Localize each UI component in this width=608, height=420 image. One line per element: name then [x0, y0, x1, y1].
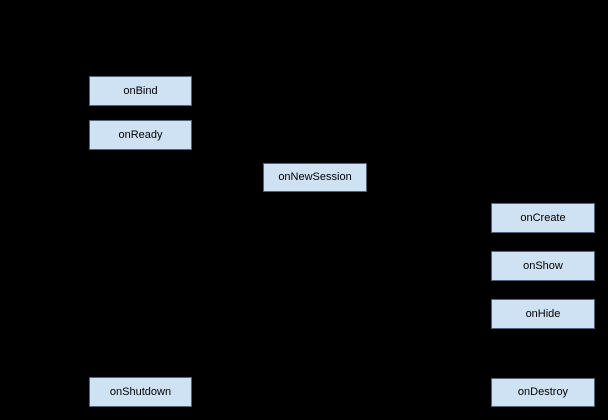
node-onshutdown: onShutdown [89, 377, 192, 407]
node-onready: onReady [89, 120, 192, 150]
node-ondestroy: onDestroy [491, 378, 595, 407]
node-onhide: onHide [491, 299, 595, 329]
node-onbind: onBind [89, 76, 192, 106]
node-oncreate: onCreate [491, 203, 595, 233]
node-onnewsession: onNewSession [263, 163, 367, 192]
node-onshow: onShow [491, 251, 595, 281]
